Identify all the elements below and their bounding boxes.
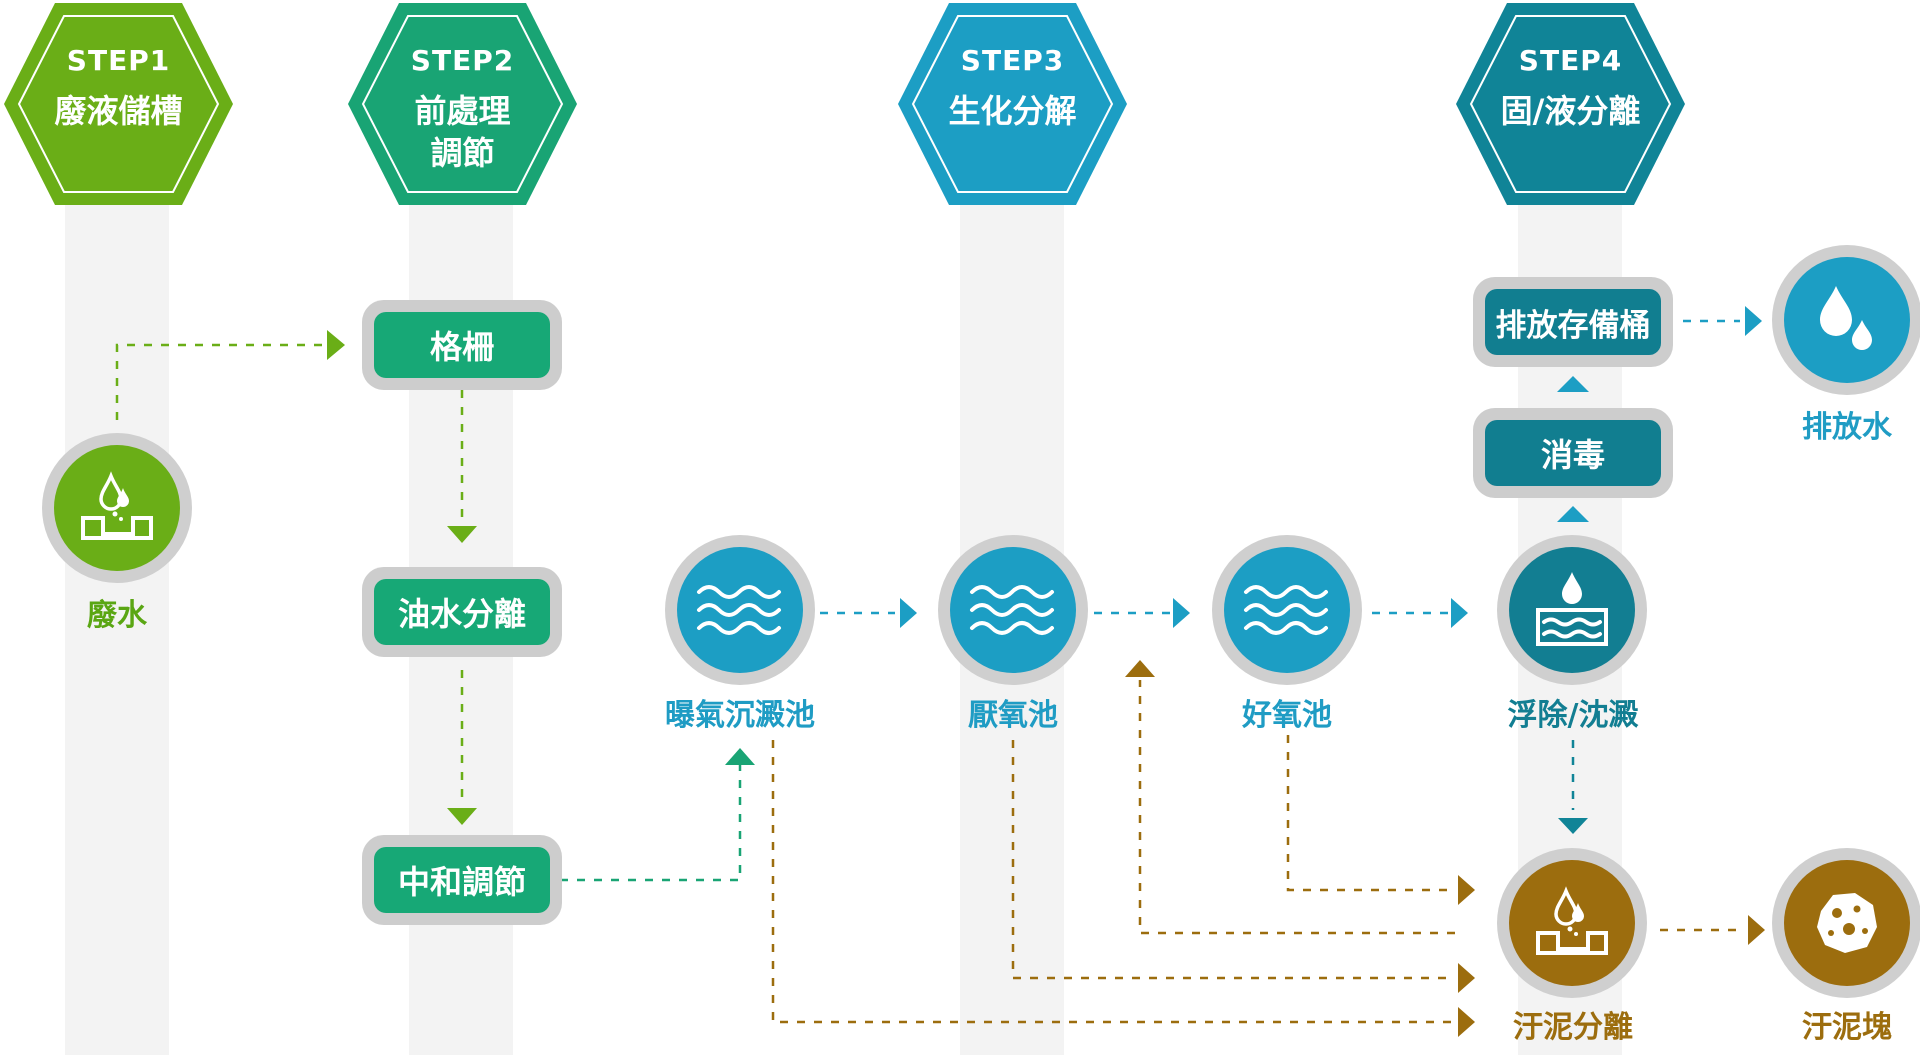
disinfect-box: 消毒 xyxy=(1473,408,1673,498)
neutralize-adjust-box: 中和調節 xyxy=(362,835,562,925)
discharge-tank-box: 排放存備桶 xyxy=(1473,277,1673,367)
discharge-water-core xyxy=(1784,257,1910,383)
connector-sludge-return xyxy=(1138,680,1455,935)
sludge-cake-node xyxy=(1772,848,1920,998)
step3-header: STEP3 生化分解 xyxy=(894,0,1131,208)
disinfect-label: 消毒 xyxy=(1485,420,1661,486)
arrowhead-down xyxy=(1558,818,1588,834)
grille-box: 格柵 xyxy=(362,300,562,390)
step-title: 生化分解 xyxy=(948,92,1077,130)
grille-label: 格柵 xyxy=(374,312,550,378)
hexagon-shape xyxy=(348,3,577,205)
hexagon-shape xyxy=(898,3,1127,205)
connector-aeration-to-sludge xyxy=(771,740,1455,1024)
aerobic-tank-label: 好氧池 xyxy=(1242,698,1332,733)
connector-anaerobic-to-sludge xyxy=(1011,740,1455,980)
drop-over-layers-icon xyxy=(1536,572,1608,646)
step-number: STEP4 xyxy=(1518,44,1623,77)
waste-water-core xyxy=(54,445,180,571)
sludge-separation-label: 汙泥分離 xyxy=(1513,1010,1633,1045)
droplet-into-tank-icon xyxy=(81,471,153,540)
arrowhead-right xyxy=(1458,875,1475,905)
arrowhead-down xyxy=(447,808,477,825)
arrowhead-right xyxy=(1173,598,1190,628)
oil-water-separation-box: 油水分離 xyxy=(362,567,562,657)
arrowhead-right xyxy=(900,598,917,628)
step-title: 廢液儲槽 xyxy=(54,92,183,130)
step4-header: STEP4 固/液分離 xyxy=(1452,0,1689,208)
arrowhead-up xyxy=(1557,506,1589,522)
step-number: STEP1 xyxy=(66,44,171,77)
arrowhead-up xyxy=(1557,376,1589,392)
waste-water-label: 廢水 xyxy=(87,598,147,633)
flotation-label: 浮除/沈澱 xyxy=(1507,698,1639,733)
flotation-node xyxy=(1497,535,1647,685)
arrowhead-down xyxy=(447,526,477,543)
sludge-separation-node xyxy=(1497,848,1647,998)
arrowhead-right xyxy=(1458,1007,1475,1037)
step-title: 固/液分離 xyxy=(1500,92,1641,130)
connector-aerobic-to-sludge xyxy=(1286,735,1455,892)
step-number: STEP3 xyxy=(960,44,1065,77)
waste-water-node xyxy=(42,433,192,583)
connector-neutralize-to-aeration xyxy=(560,765,742,882)
step1-header: STEP1 廢液儲槽 xyxy=(0,0,237,208)
waves-icon xyxy=(1244,585,1328,635)
sludge-cake-core xyxy=(1784,860,1910,986)
step-number: STEP2 xyxy=(410,44,515,77)
discharge-water-label: 排放水 xyxy=(1802,410,1892,445)
arrowhead-right xyxy=(1745,306,1762,336)
anaerobic-tank-node xyxy=(938,535,1088,685)
sludge-cake-label: 汙泥塊 xyxy=(1802,1010,1892,1045)
anaerobic-tank-core xyxy=(950,547,1076,673)
water-drops-icon xyxy=(1820,286,1872,350)
arrowhead-up xyxy=(725,748,755,765)
discharge-tank-label: 排放存備桶 xyxy=(1485,289,1661,355)
droplet-into-tank-icon xyxy=(1536,886,1608,955)
anaerobic-tank-label: 厭氧池 xyxy=(968,698,1058,733)
arrowhead-right xyxy=(1451,598,1468,628)
waves-icon xyxy=(697,585,781,635)
sludge-chunk-icon xyxy=(1817,893,1877,953)
connector-waste-to-grille xyxy=(115,343,325,420)
arrowhead-right xyxy=(1748,915,1765,945)
arrowhead-up xyxy=(1125,660,1155,677)
arrowhead-right xyxy=(1458,963,1475,993)
waves-icon xyxy=(970,585,1054,635)
lane-step1 xyxy=(65,195,169,1055)
hexagon-shape xyxy=(1456,3,1685,205)
flotation-core xyxy=(1509,547,1635,673)
aeration-tank-label: 曝氣沉澱池 xyxy=(665,698,815,733)
step-title: 前處理 調節 xyxy=(414,92,511,172)
aeration-tank-core xyxy=(677,547,803,673)
aeration-tank-node xyxy=(665,535,815,685)
sludge-separation-core xyxy=(1509,860,1635,986)
discharge-water-node xyxy=(1772,245,1920,395)
aerobic-tank-node xyxy=(1212,535,1362,685)
neutralize-adjust-label: 中和調節 xyxy=(374,847,550,913)
hexagon-shape xyxy=(4,3,233,205)
oil-water-separation-label: 油水分離 xyxy=(374,579,550,645)
arrowhead-right xyxy=(327,330,345,360)
aerobic-tank-core xyxy=(1224,547,1350,673)
step2-header: STEP2 前處理 調節 xyxy=(344,0,581,208)
